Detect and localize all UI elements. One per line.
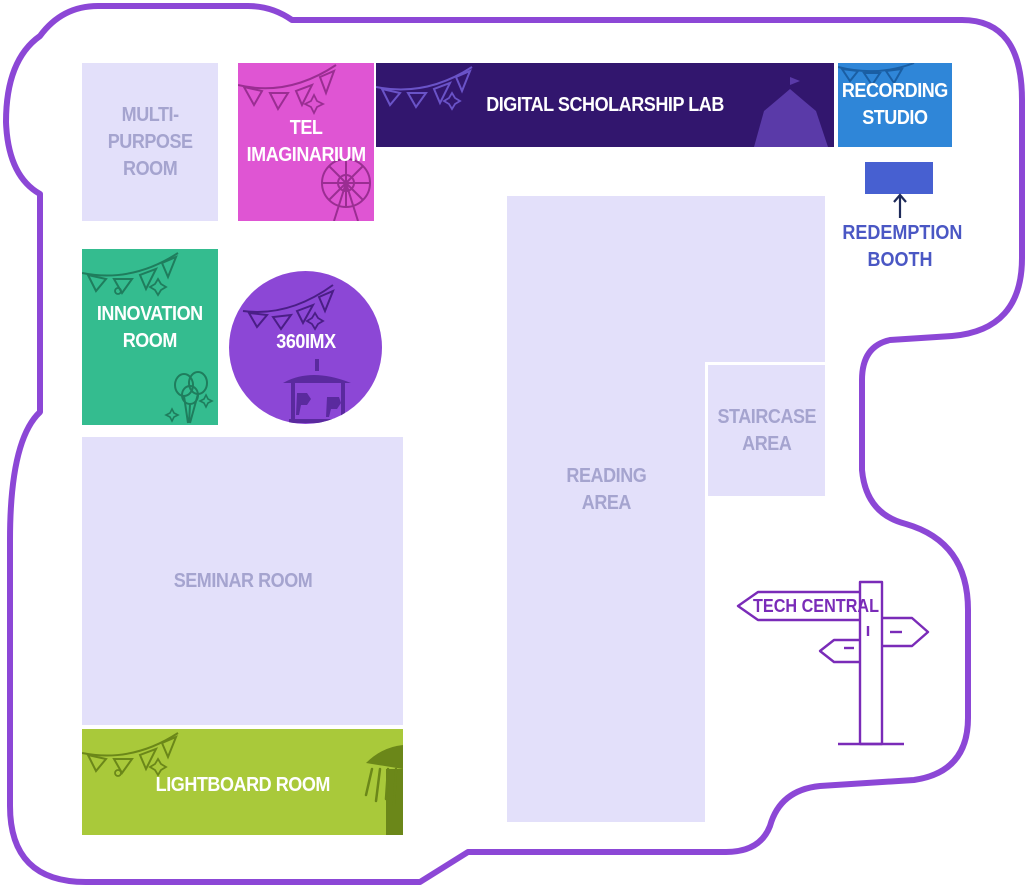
carousel-icon: [283, 359, 351, 423]
tel-imaginarium-room[interactable]: TEL IMAGINARIUM: [238, 63, 374, 221]
staircase-area[interactable]: STAIRCASE AREA: [708, 365, 825, 496]
recording-studio-label: RECORDING STUDIO: [842, 80, 948, 129]
tech-central-label: TECH CENTRAL: [753, 596, 879, 616]
redemption-booth-label: REDEMPTION BOOTH: [842, 222, 963, 271]
sparkle-icon: [302, 92, 326, 116]
digital-scholarship-lab-label: DIGITAL SCHOLARSHIP LAB: [486, 93, 724, 116]
sparkle-icon: [198, 393, 214, 409]
balloons-icon: [174, 371, 208, 424]
imx-decor: [242, 284, 351, 423]
innovation-room[interactable]: INNOVATION ROOM: [82, 249, 218, 425]
innovation-room-label: INNOVATION ROOM: [97, 303, 203, 352]
sparkle-icon: [305, 311, 325, 331]
staircase-area-label: STAIRCASE AREA: [717, 405, 816, 455]
recording-studio[interactable]: RECORDING STUDIO: [838, 63, 952, 147]
multipurpose-room-label: MULTI- PURPOSE ROOM: [107, 103, 193, 180]
recording-decor: [838, 63, 915, 87]
seminar-room-label: SEMINAR ROOM: [173, 569, 312, 592]
swing-ride-icon: [364, 767, 398, 807]
sparkle-icon: [164, 407, 180, 423]
sparkle-icon: [148, 277, 168, 297]
reading-area-label: READING AREA: [566, 465, 646, 514]
lightboard-decor: [82, 732, 403, 835]
bunting-icon: [82, 732, 179, 775]
sparkle-icon: [442, 91, 462, 111]
circus-tent-icon: [754, 77, 828, 147]
reading-area-upper[interactable]: [507, 196, 825, 362]
tel-imaginarium-label: TEL IMAGINARIUM: [246, 117, 366, 166]
innovation-decor: [82, 252, 214, 424]
bunting-icon: [242, 284, 335, 331]
sparkle-icon: [148, 757, 168, 777]
bunting-icon: [376, 66, 473, 109]
multipurpose-room[interactable]: MULTI- PURPOSE ROOM: [82, 63, 218, 221]
bunting-icon: [82, 252, 179, 295]
seminar-room[interactable]: SEMINAR ROOM: [82, 437, 403, 725]
bunting-icon: [838, 63, 915, 87]
redemption-booth[interactable]: [865, 162, 933, 194]
lightboard-room-label: LIGHTBOARD ROOM: [155, 773, 330, 796]
digital-scholarship-lab[interactable]: DIGITAL SCHOLARSHIP LAB: [376, 63, 834, 147]
signpost-icon: [736, 580, 930, 746]
lightboard-room[interactable]: LIGHTBOARD ROOM: [82, 729, 403, 835]
reading-area[interactable]: READING AREA: [507, 362, 705, 822]
360imx-room[interactable]: 360IMX: [229, 271, 382, 424]
arrow-up-icon: [893, 193, 907, 218]
tel-decor: [238, 64, 371, 221]
360imx-label: 360IMX: [275, 331, 336, 353]
bunting-icon: [238, 64, 337, 112]
swing-ride-icon: [366, 745, 403, 835]
ferris-wheel-icon: [321, 158, 371, 221]
dsl-decor: [376, 66, 828, 147]
